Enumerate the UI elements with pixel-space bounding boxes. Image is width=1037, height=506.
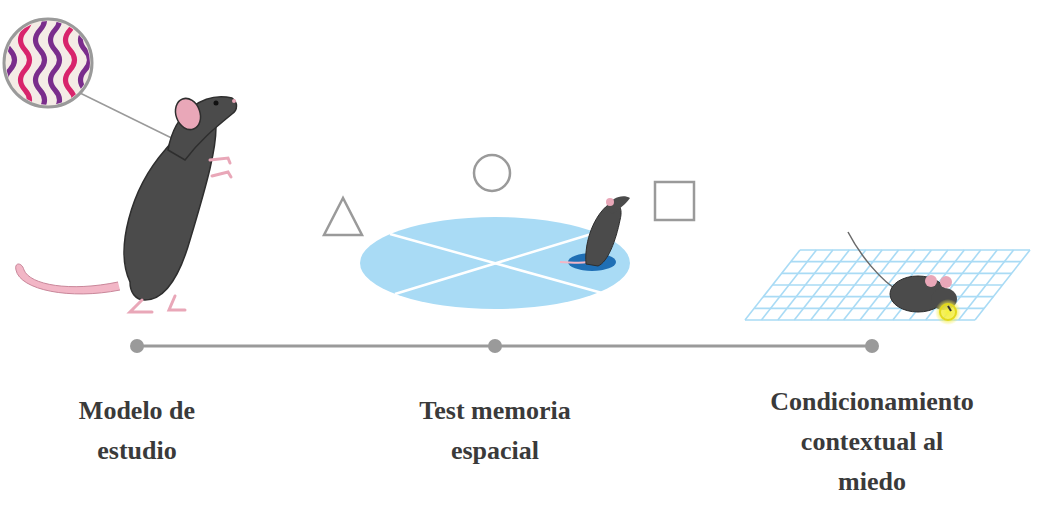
water-maze	[324, 155, 694, 309]
dna-inset	[4, 10, 199, 153]
step-label: Condicionamiento contextual al miedo	[770, 382, 974, 502]
shock-grid	[745, 232, 1030, 325]
step-label: Test memoria espacial	[390, 391, 600, 471]
step-label: Modelo de estudio	[62, 391, 212, 471]
mouse-standing	[16, 95, 237, 312]
timeline	[130, 339, 879, 353]
